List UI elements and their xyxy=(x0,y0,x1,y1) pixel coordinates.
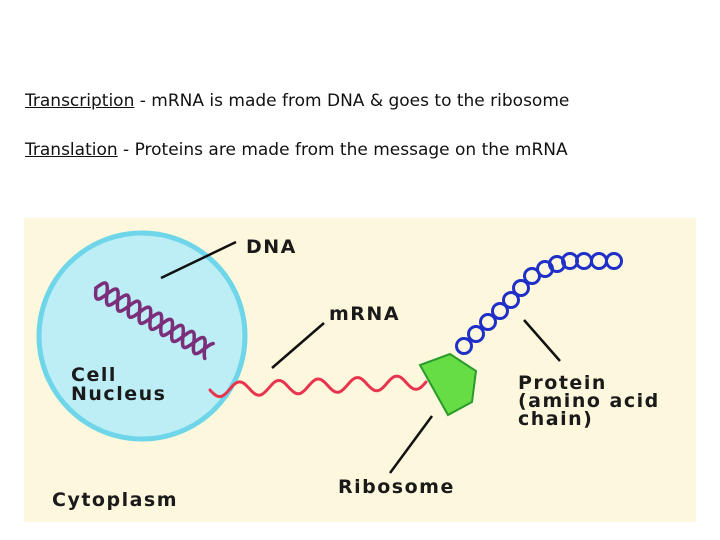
nucleus-label-line1: Cell xyxy=(71,364,117,386)
amino-acid-bead xyxy=(491,302,509,320)
protein-label-line2: (amino acid xyxy=(518,390,660,412)
dna-pointer-line xyxy=(160,240,237,280)
amino-acid-bead xyxy=(455,337,473,355)
amino-acid-bead xyxy=(479,313,497,331)
transcription-definition: Transcription - mRNA is made from DNA & … xyxy=(25,91,569,111)
protein-synthesis-diagram: DNA mRNA Cell Nucleus Protein (amino aci… xyxy=(24,218,696,522)
protein-pointer-line xyxy=(523,319,561,362)
mrna-strand xyxy=(208,374,428,399)
cytoplasm-label: Cytoplasm xyxy=(52,489,178,511)
ribosome-label: Ribosome xyxy=(338,476,455,498)
translation-definition: Translation - Proteins are made from the… xyxy=(25,140,568,160)
dna-helix xyxy=(93,281,215,361)
transcription-term: Transcription xyxy=(25,91,135,111)
amino-acid-bead xyxy=(502,291,520,309)
amino-acid-bead xyxy=(605,252,623,270)
protein-label-line1: Protein xyxy=(518,372,607,394)
mrna-label: mRNA xyxy=(329,303,400,325)
dna-strand-a xyxy=(93,286,207,361)
cell-nucleus xyxy=(36,230,248,442)
mrna-pointer-line xyxy=(271,322,325,369)
amino-acid-bead xyxy=(512,279,530,297)
translation-term: Translation xyxy=(25,140,118,160)
protein-label-line3: chain) xyxy=(518,408,593,430)
nucleus-label-line2: Nucleus xyxy=(71,383,166,405)
dna-strand-b xyxy=(94,281,215,356)
ribosome-pointer-line xyxy=(388,415,434,474)
translation-description: - Proteins are made from the message on … xyxy=(117,140,568,160)
transcription-description: - mRNA is made from DNA & goes to the ri… xyxy=(134,91,570,111)
dna-label: DNA xyxy=(246,236,297,258)
ribosome-shape xyxy=(418,352,478,417)
amino-acid-bead xyxy=(467,325,485,343)
protein-chain xyxy=(455,252,623,355)
diagram-svg: DNA mRNA Cell Nucleus Protein (amino aci… xyxy=(24,218,696,522)
